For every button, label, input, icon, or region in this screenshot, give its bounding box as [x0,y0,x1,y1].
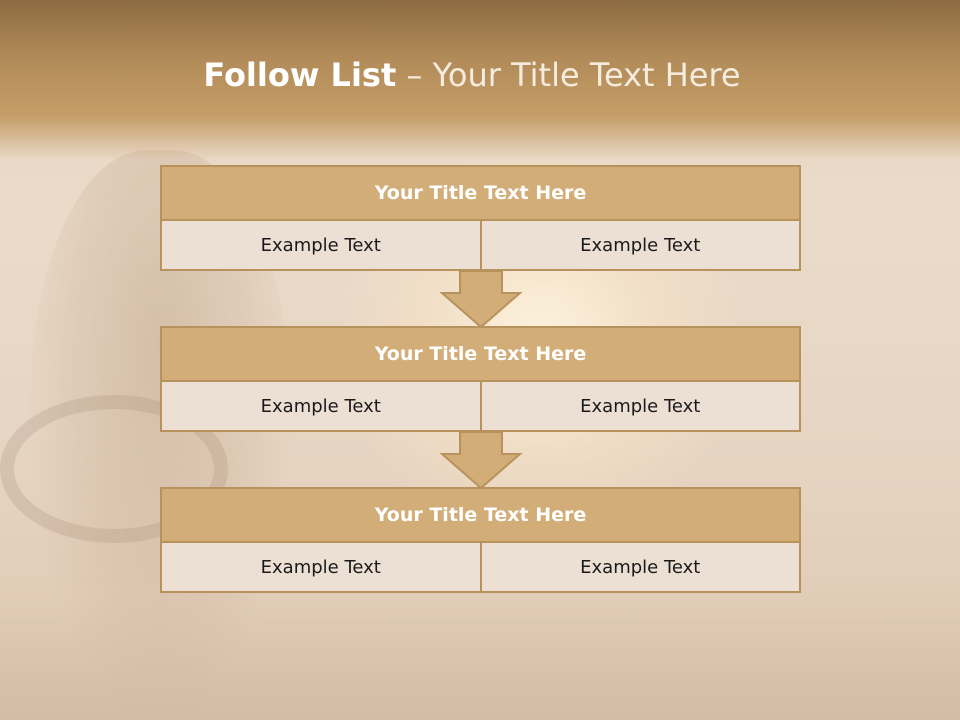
slide-title-bold: Follow List [203,56,397,94]
slide-title: Follow List – Your Title Text Here [0,56,944,94]
slide-title-rest: Your Title Text Here [432,56,741,94]
step-block-cell-right: Example Text [481,543,801,593]
step-block-cell-right: Example Text [481,382,801,432]
slide-title-dash: – [396,56,433,94]
step-block-title: Your Title Text Here [160,165,801,221]
background-grass [0,600,960,720]
step-block-2: Your Title Text Here Example Text Exampl… [160,326,801,432]
step-block-row: Example Text Example Text [160,543,801,593]
down-arrow-icon [439,432,523,490]
step-block-title: Your Title Text Here [160,487,801,543]
step-block-row: Example Text Example Text [160,221,801,271]
step-block-1: Your Title Text Here Example Text Exampl… [160,165,801,271]
step-block-title: Your Title Text Here [160,326,801,382]
step-block-3: Your Title Text Here Example Text Exampl… [160,487,801,593]
step-block-row: Example Text Example Text [160,382,801,432]
step-block-cell-right: Example Text [481,221,801,271]
step-block-cell-left: Example Text [160,382,482,432]
step-block-cell-left: Example Text [160,221,482,271]
down-arrow-icon [439,271,523,329]
step-block-cell-left: Example Text [160,543,482,593]
header-band [0,0,960,160]
